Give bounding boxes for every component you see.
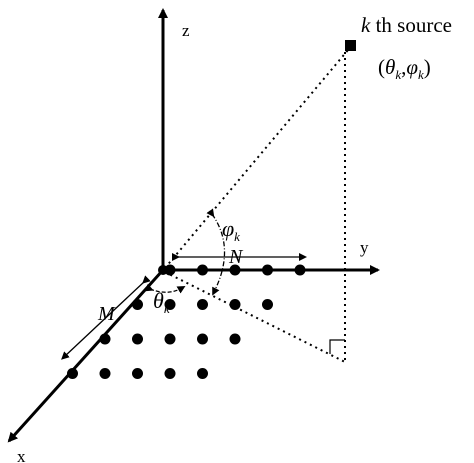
x-axis-label: x — [17, 447, 26, 463]
sensor-element — [197, 264, 208, 276]
source-close-paren: ) — [424, 55, 431, 79]
phi-subscript: k — [234, 229, 240, 244]
y-axis-label: y — [360, 238, 369, 257]
sensor-element — [229, 264, 241, 276]
source-text: th source — [370, 13, 452, 37]
source-marker — [345, 40, 356, 51]
sensor-array — [67, 264, 306, 379]
sensor-element — [294, 264, 306, 276]
sensor-element — [164, 368, 176, 379]
source-theta: θ — [385, 55, 395, 79]
z-axis-label: z — [182, 21, 190, 40]
source-label: k th source — [361, 13, 452, 37]
sensor-element — [132, 299, 143, 310]
x-axis — [7, 268, 165, 443]
right-angle-marker — [329, 339, 345, 354]
source-open-paren: ( — [378, 55, 385, 79]
source-phi-sub: k — [418, 67, 424, 82]
ground-projection-line — [164, 271, 346, 363]
sensor-element — [164, 333, 176, 345]
source-k: k — [361, 13, 371, 37]
sensor-element — [262, 299, 273, 310]
sensor-element — [132, 368, 143, 379]
theta-angle-arc — [144, 283, 186, 294]
n-dimension-label: N — [228, 246, 244, 268]
phi-angle-label: φk — [222, 216, 240, 244]
source-theta-sub: k — [395, 67, 401, 82]
sensor-element — [229, 333, 241, 345]
sensor-element — [164, 299, 176, 310]
phi-symbol: φ — [222, 216, 234, 241]
source-comma: , — [401, 55, 406, 79]
sensor-element — [132, 333, 143, 345]
m-dimension-label: M — [97, 303, 116, 325]
m-dimension-arrow — [61, 275, 151, 360]
sensor-element — [229, 299, 241, 310]
sensor-element — [197, 333, 208, 345]
source-phi: φ — [406, 55, 418, 79]
sensor-element — [262, 264, 273, 276]
sensor-element — [99, 333, 111, 345]
sensor-element — [197, 299, 208, 310]
sensor-element — [197, 368, 208, 379]
sensor-element — [67, 368, 78, 379]
source-direction-line — [164, 49, 349, 269]
phi-angle-arc — [206, 208, 226, 296]
sensor-element — [99, 368, 111, 379]
source-angles: (θk,φk) — [378, 55, 431, 82]
sensor-element — [164, 264, 176, 276]
theta-symbol: θ — [153, 288, 164, 313]
